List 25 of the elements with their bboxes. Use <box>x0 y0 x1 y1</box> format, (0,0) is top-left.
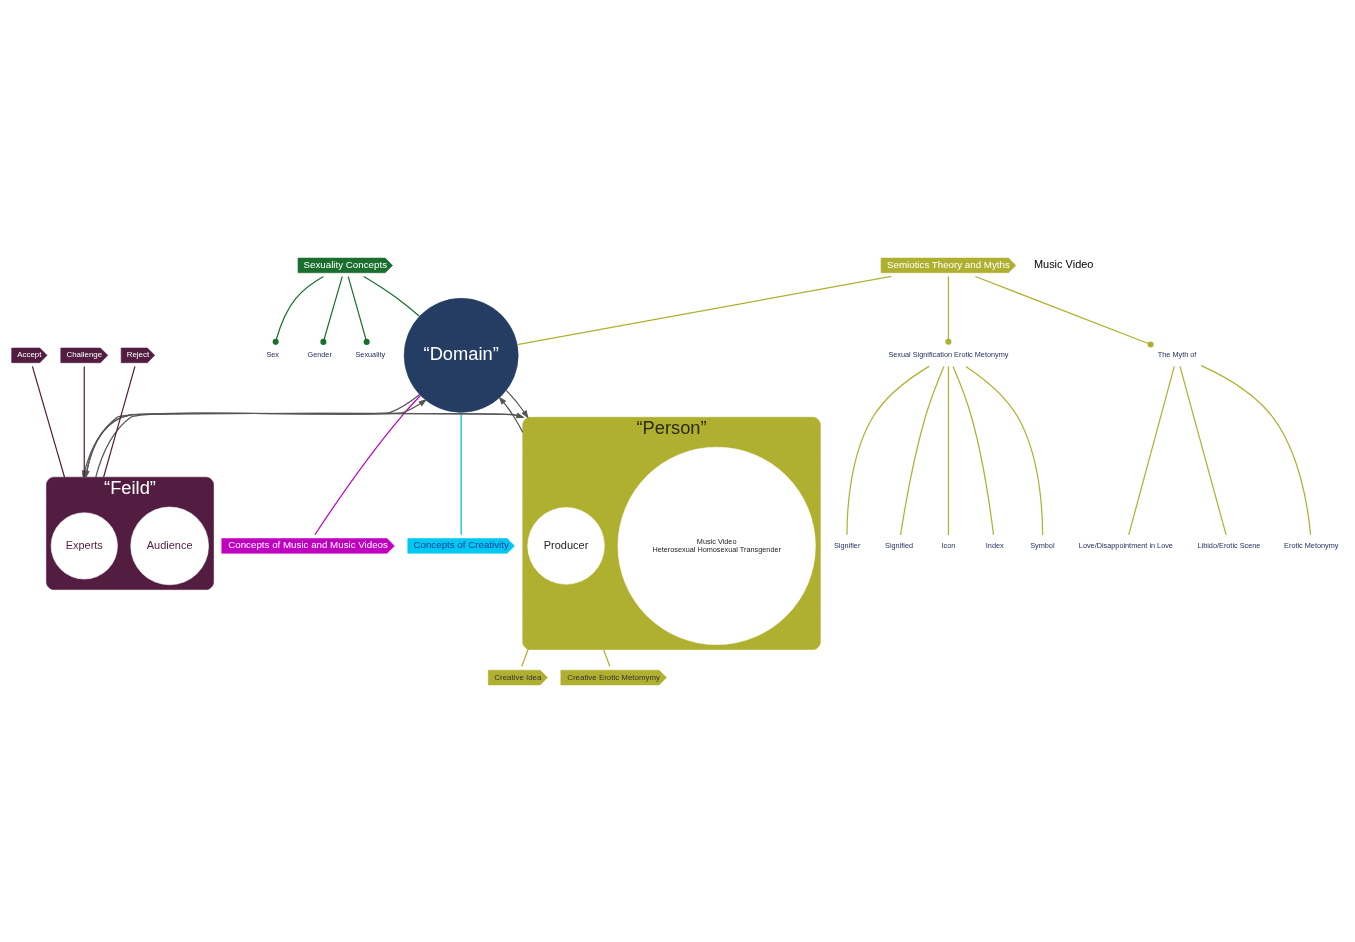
connector <box>947 365 950 535</box>
connector <box>363 275 421 317</box>
node-circle: Producer <box>527 506 605 585</box>
connector <box>974 275 1154 348</box>
connector <box>1179 365 1227 535</box>
connector <box>952 365 995 535</box>
connector <box>272 275 325 345</box>
connector <box>1200 364 1312 535</box>
connector <box>1128 365 1175 535</box>
connector <box>460 411 462 535</box>
connector <box>516 275 892 345</box>
connector <box>314 394 422 535</box>
connector <box>899 365 945 535</box>
connector <box>320 275 343 345</box>
connector <box>83 365 85 478</box>
connector <box>965 365 1044 535</box>
connector <box>846 365 930 535</box>
node-circle: Audience <box>130 506 209 585</box>
connector <box>31 365 66 478</box>
connector <box>945 275 952 345</box>
node-circle: “Domain” <box>403 297 519 413</box>
node-circle: Experts <box>50 511 118 579</box>
connector <box>102 365 136 478</box>
label: Music Video <box>1033 257 1094 270</box>
connector <box>347 275 370 345</box>
